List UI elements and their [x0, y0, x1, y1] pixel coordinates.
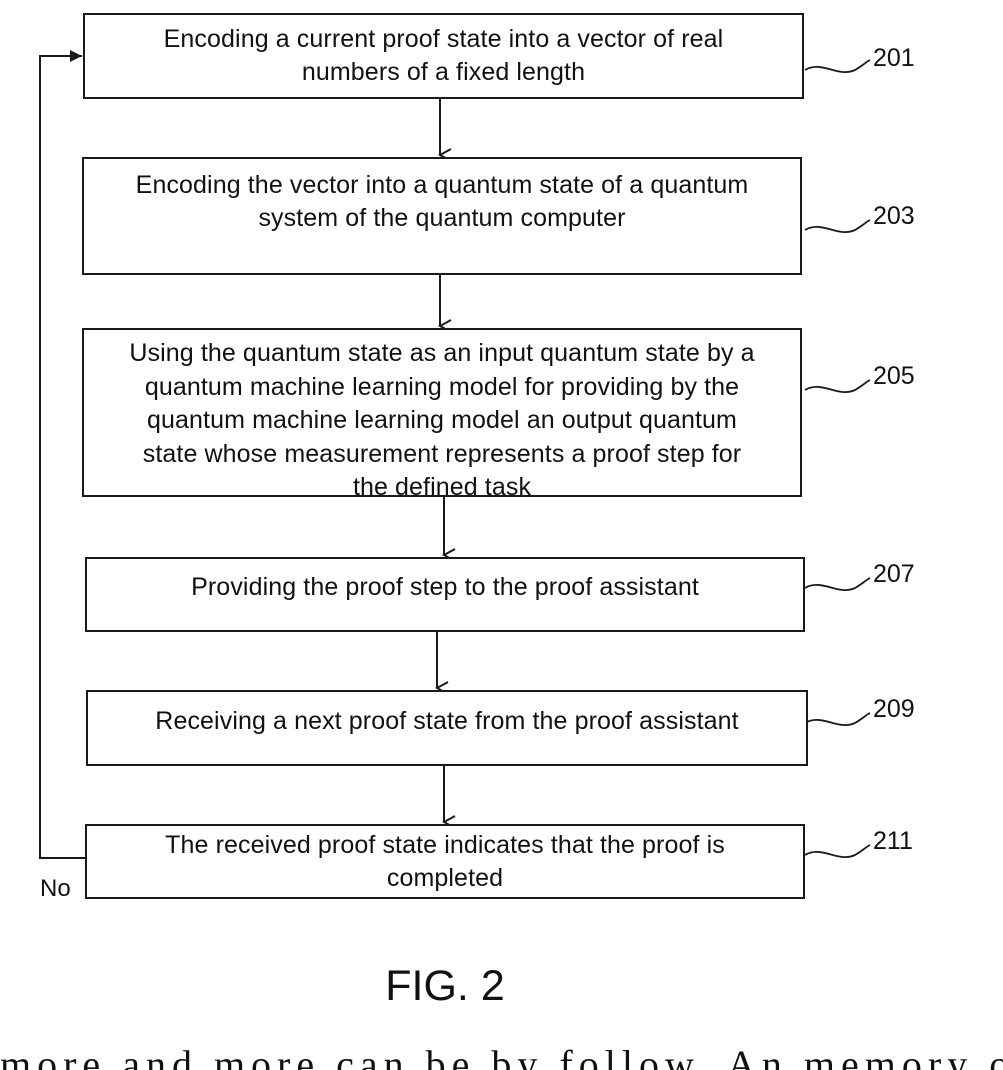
step-box-203: Encoding the vector into a quantum state…: [82, 157, 802, 275]
step-box-211: The received proof state indicates that …: [85, 824, 805, 899]
ref-number-203: 203: [873, 202, 915, 230]
cropped-body-text: more and more can be by follow. An memor…: [0, 1043, 1003, 1070]
leader-207: [805, 578, 870, 590]
leader-205: [805, 380, 870, 392]
leader-203: [805, 220, 870, 232]
ref-number-209: 209: [873, 695, 915, 723]
leader-211: [805, 845, 870, 857]
step-text-209: Receiving a next proof state from the pr…: [155, 705, 738, 738]
step-box-209: Receiving a next proof state from the pr…: [86, 690, 808, 766]
step-text-211: The received proof state indicates that …: [165, 829, 725, 895]
figure-label: FIG. 2: [330, 962, 560, 1010]
step-box-201: Encoding a current proof state into a ve…: [83, 13, 804, 99]
step-box-205: Using the quantum state as an input quan…: [82, 328, 802, 497]
step-text-207: Providing the proof step to the proof as…: [191, 571, 699, 604]
step-text-201: Encoding a current proof state into a ve…: [164, 23, 724, 89]
ref-number-205: 205: [873, 362, 915, 390]
loop-back-line: [40, 56, 85, 858]
ref-number-211: 211: [873, 827, 913, 855]
ref-number-207: 207: [873, 560, 915, 588]
ref-number-201: 201: [873, 44, 915, 72]
step-text-205: Using the quantum state as an input quan…: [129, 337, 754, 505]
step-text-203: Encoding the vector into a quantum state…: [136, 169, 749, 235]
loop-no-label: No: [40, 876, 71, 902]
leader-201: [805, 60, 870, 72]
step-box-207: Providing the proof step to the proof as…: [85, 557, 805, 632]
leader-209: [805, 713, 870, 725]
